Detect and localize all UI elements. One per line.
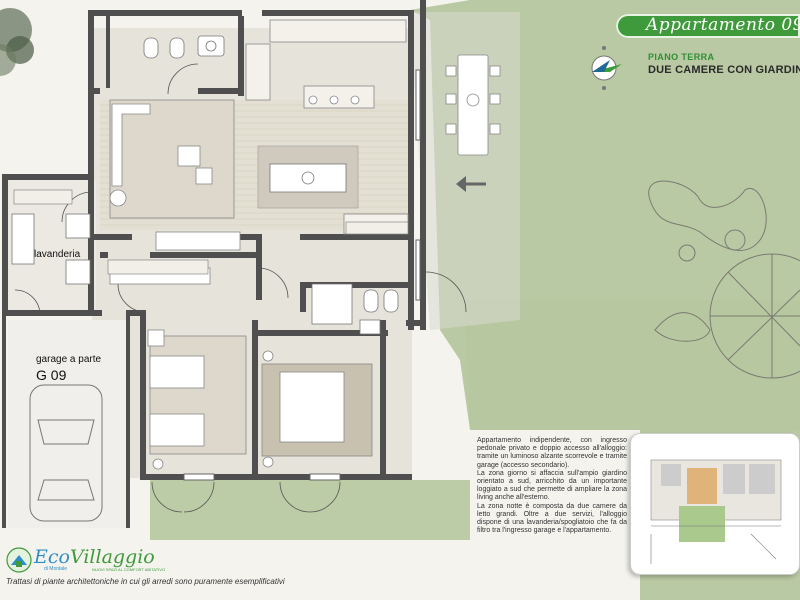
site-key-plan-drawing [650, 459, 782, 564]
loggia-dining [445, 54, 501, 156]
garage-floor [8, 320, 126, 528]
tree-icon [0, 8, 34, 76]
car-icon [29, 384, 103, 522]
south-garden [150, 480, 470, 540]
bathroom-fixtures [11, 35, 399, 335]
logo-name-part1: Eco [34, 546, 70, 568]
walls [2, 0, 426, 528]
apartment-title-banner: Appartamento 09 [616, 14, 800, 38]
apartment-description: Appartamento indipendente, con ingresso … [477, 437, 627, 535]
bedroom-2 [261, 350, 373, 468]
dining-table [257, 145, 359, 209]
logo-name-part2: Villaggio [69, 546, 155, 568]
description-paragraph: Appartamento indipendente, con ingresso … [477, 437, 627, 469]
logo-tagline: NUOVI SPAZI AL COMFORT ABITATIVO [92, 567, 166, 572]
bedroom-1 [147, 329, 247, 470]
kitchen [245, 19, 409, 235]
floor-label: PIANO TERRA [648, 52, 715, 62]
apartment-title: Appartamento 09 [646, 15, 800, 35]
ecovillaggio-logo: EcoVillaggio [34, 546, 155, 568]
garage-label: garage a parte [36, 354, 102, 365]
garage-number: G 09 [36, 367, 67, 383]
apartment-subtitle: DUE CAMERE CON GIARDINO [648, 64, 800, 76]
garden-seating [648, 180, 767, 342]
disclaimer-note: Trattasi di piante architettoniche in cu… [6, 577, 285, 586]
ecovillaggio-logo-icon [6, 547, 32, 573]
description-paragraph: La zona giorno si affaccia sull'ampio gi… [477, 469, 627, 502]
wardrobes [13, 189, 409, 275]
door-swings [14, 63, 467, 513]
description-paragraph: La zona notte è composta da due camere d… [477, 502, 627, 535]
umbrella-icon [709, 253, 800, 379]
loggia-terrace [410, 12, 520, 330]
logo-place: di Montale [44, 566, 68, 572]
compass-icon [591, 46, 622, 90]
entry-arrow-icon [456, 176, 486, 192]
site-key-plan [630, 433, 800, 575]
laundry-label: lavanderia [34, 249, 81, 260]
windows [183, 69, 421, 481]
